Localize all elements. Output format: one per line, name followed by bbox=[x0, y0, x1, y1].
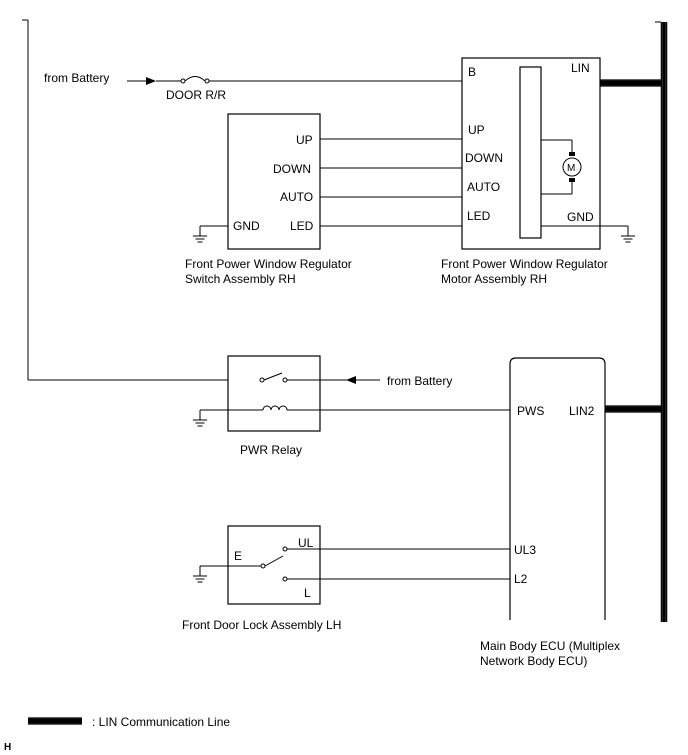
motor-ic-block bbox=[519, 66, 542, 239]
motor-pin-gnd: GND bbox=[567, 210, 594, 224]
ecu-pin-lin2: LIN2 bbox=[569, 404, 595, 418]
motor-ground bbox=[541, 225, 635, 243]
ecu-pin-pws: PWS bbox=[517, 404, 544, 418]
motor-symbol-label: M bbox=[567, 163, 575, 174]
switch-pin-auto: AUTO bbox=[280, 190, 313, 204]
battery-label-top: from Battery bbox=[44, 71, 109, 85]
motor-pin-up: UP bbox=[468, 123, 485, 137]
switch-pin-up: UP bbox=[296, 133, 313, 147]
lin-legend-symbol bbox=[28, 717, 82, 725]
motor-pin-auto: AUTO bbox=[467, 180, 500, 194]
door-lock-switch-icon bbox=[193, 546, 510, 583]
motor-pin-b: B bbox=[468, 65, 476, 79]
relay-caption: PWR Relay bbox=[240, 443, 302, 457]
motor-pin-down: DOWN bbox=[465, 151, 503, 165]
ecu-caption-line2: Network Body ECU) bbox=[480, 654, 587, 668]
ecu-box bbox=[509, 357, 606, 620]
ecu-pin-ul3: UL3 bbox=[514, 543, 536, 557]
ecu-pin-l2: L2 bbox=[514, 572, 528, 586]
door-lock-pin-e: E bbox=[234, 549, 242, 563]
motor-symbol-icon bbox=[541, 139, 582, 195]
door-lock-caption: Front Door Lock Assembly LH bbox=[182, 618, 341, 632]
relay-coil-icon bbox=[193, 405, 510, 427]
motor-pin-lin: LIN bbox=[571, 61, 590, 75]
switch-pin-led: LED bbox=[290, 219, 314, 233]
switch-assembly-box bbox=[227, 113, 321, 250]
battery-arrow-top bbox=[127, 77, 156, 85]
ecu-caption-line1: Main Body ECU (Multiplex bbox=[480, 639, 620, 653]
switch-pin-gnd: GND bbox=[233, 219, 260, 233]
fuse-label: DOOR R/R bbox=[166, 88, 226, 102]
door-lock-box bbox=[227, 525, 321, 605]
door-lock-pin-l: L bbox=[304, 586, 311, 600]
legend-text: : LIN Communication Line bbox=[92, 715, 230, 729]
pwr-relay-box bbox=[227, 355, 321, 432]
door-lock-pin-ul: UL bbox=[298, 536, 314, 550]
relay-battery-label: from Battery bbox=[387, 374, 452, 388]
switch-pin-down: DOWN bbox=[273, 162, 311, 176]
motor-pin-led: LED bbox=[467, 209, 491, 223]
relay-contact-icon bbox=[259, 372, 380, 384]
motor-caption-line1: Front Power Window Regulator bbox=[441, 257, 608, 271]
battery-feed-wire bbox=[22, 19, 260, 381]
switch-ground bbox=[193, 225, 228, 243]
switch-caption-line1: Front Power Window Regulator bbox=[185, 257, 352, 271]
switch-caption-line2: Switch Assembly RH bbox=[185, 272, 296, 286]
motor-caption-line2: Motor Assembly RH bbox=[441, 272, 547, 286]
corner-mark: H bbox=[4, 742, 11, 753]
